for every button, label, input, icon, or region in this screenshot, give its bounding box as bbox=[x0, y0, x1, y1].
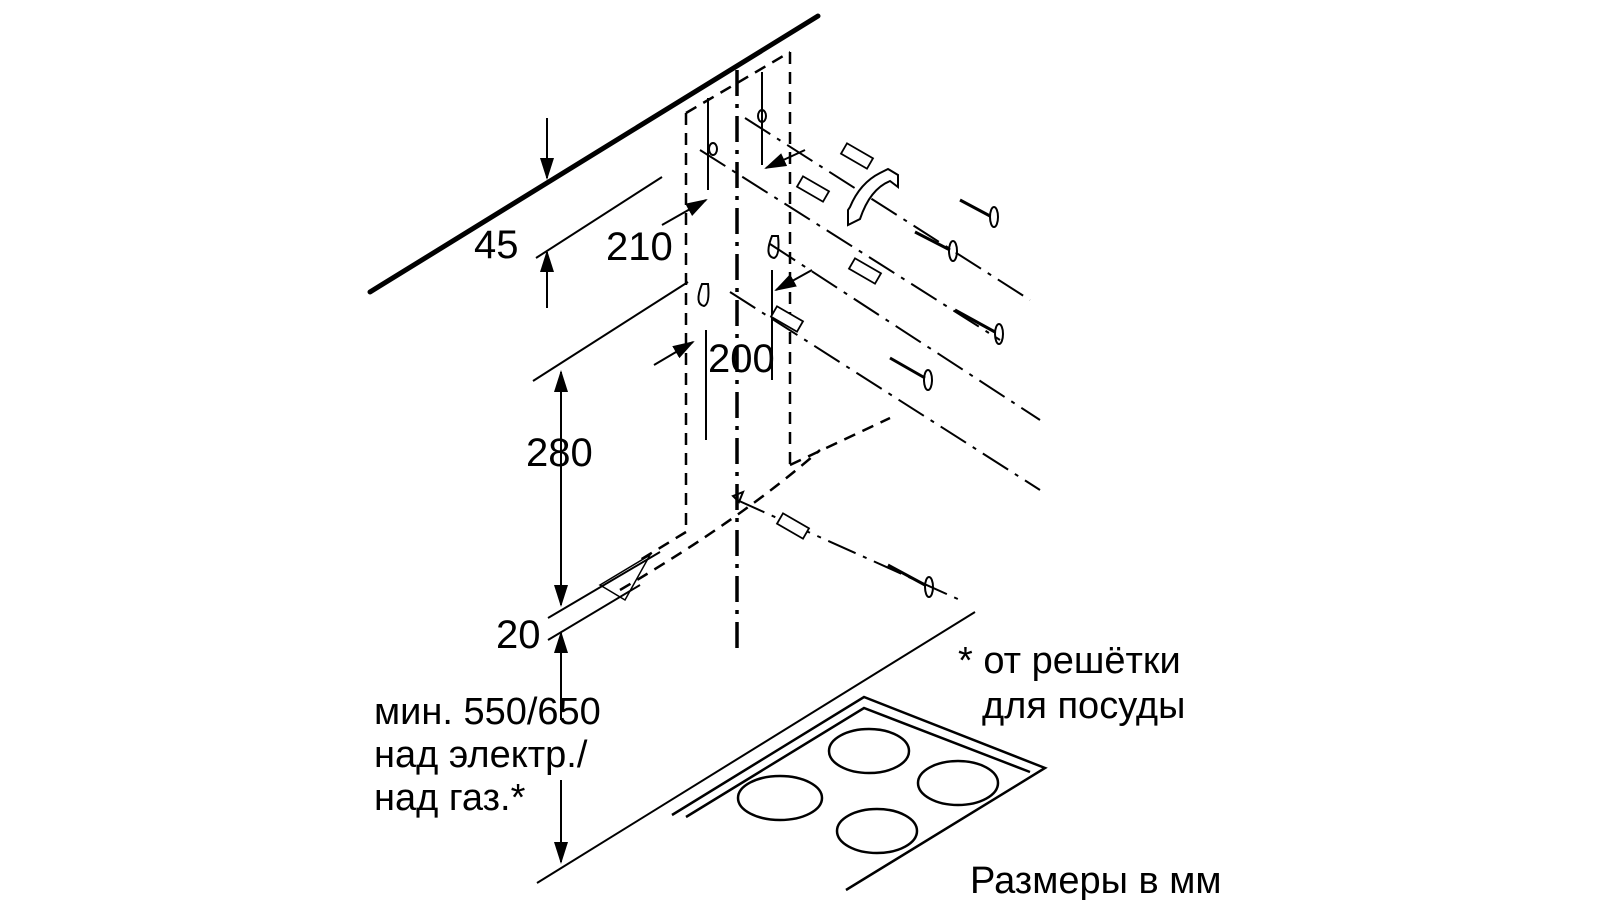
worktop-edge bbox=[536, 611, 976, 884]
burner bbox=[827, 727, 911, 775]
dimension-200-label: 200 bbox=[708, 337, 775, 381]
dimension-280-label: 280 bbox=[526, 431, 593, 475]
mounting-template bbox=[619, 50, 891, 592]
dimension-45 bbox=[535, 118, 663, 308]
dimension-20-label: 20 bbox=[496, 613, 541, 657]
footnote-line-2: для посуды bbox=[982, 685, 1185, 727]
wall-plugs bbox=[769, 142, 883, 540]
screws bbox=[887, 198, 996, 587]
burner bbox=[835, 807, 919, 855]
burner bbox=[916, 759, 1000, 807]
ceiling-line bbox=[367, 13, 821, 295]
dimension-45-label: 45 bbox=[474, 223, 519, 267]
burner bbox=[736, 774, 824, 822]
dimension-210-label: 210 bbox=[606, 225, 673, 269]
screw-washers bbox=[923, 206, 1004, 598]
dimension-210 bbox=[661, 149, 806, 226]
hole-marks bbox=[697, 72, 780, 504]
min-height-line-2: над электр./ bbox=[374, 734, 588, 776]
min-height-note: мин. 550/650 над электр./ над газ.* bbox=[374, 691, 601, 819]
dimension-280 bbox=[532, 281, 689, 607]
footnote: * от решётки для посуды bbox=[958, 640, 1185, 727]
dimension-20 bbox=[547, 551, 661, 864]
min-height-line-1: мин. 550/650 bbox=[374, 691, 601, 733]
footnote-line-1: * от решётки bbox=[958, 640, 1181, 682]
dimension-200 bbox=[653, 269, 813, 366]
min-height-line-3: над газ.* bbox=[374, 777, 526, 819]
units-note: Размеры в мм bbox=[970, 860, 1221, 900]
bracket bbox=[847, 167, 899, 227]
cooktop bbox=[671, 695, 1048, 892]
